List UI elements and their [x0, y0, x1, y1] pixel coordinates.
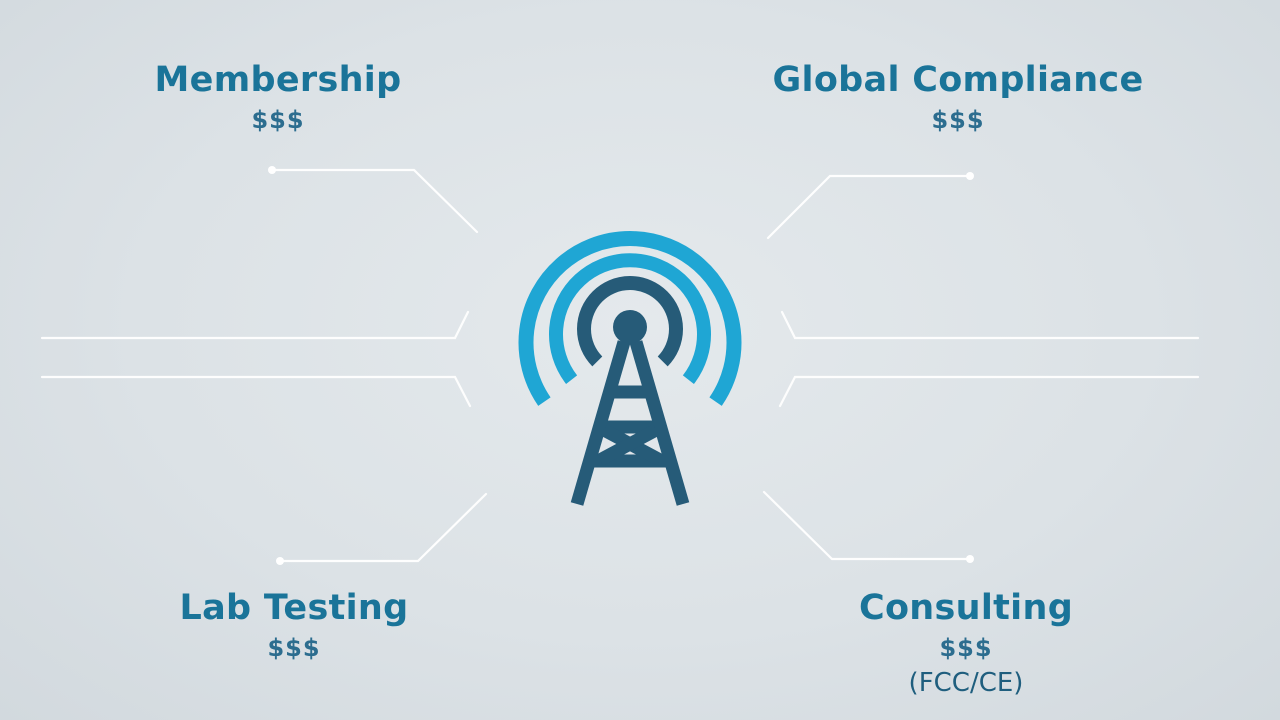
node-title: Global Compliance [772, 60, 1144, 100]
endpoint-dot [276, 557, 284, 565]
signal-arc-inner [577, 276, 683, 367]
connector-endpoints [268, 166, 974, 565]
node-cost: $$$ [939, 634, 993, 662]
connector-mid-left-lower [40, 375, 472, 408]
node-title: Consulting [858, 588, 1074, 628]
connectors [40, 168, 1200, 563]
connector-top-left [270, 168, 479, 234]
tower-structure [570, 340, 690, 506]
node-lab-testing: Lab Testing $$$ [180, 588, 409, 662]
endpoint-dot [268, 166, 276, 174]
node-note: (FCC/CE) [908, 668, 1024, 698]
signal-arc-outer [518, 231, 742, 406]
node-cost: $$$ [251, 106, 305, 134]
endpoint-dot [966, 172, 974, 180]
tower-top-dot [613, 310, 647, 344]
radio-tower-icon [518, 231, 742, 506]
node-title: Lab Testing [179, 588, 409, 628]
node-cost: $$$ [931, 106, 985, 134]
node-membership: Membership $$$ [155, 60, 402, 134]
node-cost: $$$ [267, 634, 321, 662]
connector-mid-right-upper [780, 310, 1200, 340]
node-consulting: Consulting $$$ (FCC/CE) [859, 588, 1073, 698]
connector-mid-right-lower [778, 375, 1200, 408]
connector-bottom-left [278, 492, 488, 563]
signal-arc-middle [549, 253, 711, 384]
node-global-compliance: Global Compliance $$$ [773, 60, 1144, 134]
connector-mid-left-upper [40, 310, 470, 340]
node-title: Membership [154, 60, 402, 100]
endpoint-dot [966, 555, 974, 563]
connector-top-right [766, 174, 972, 240]
connector-bottom-right [762, 490, 972, 561]
